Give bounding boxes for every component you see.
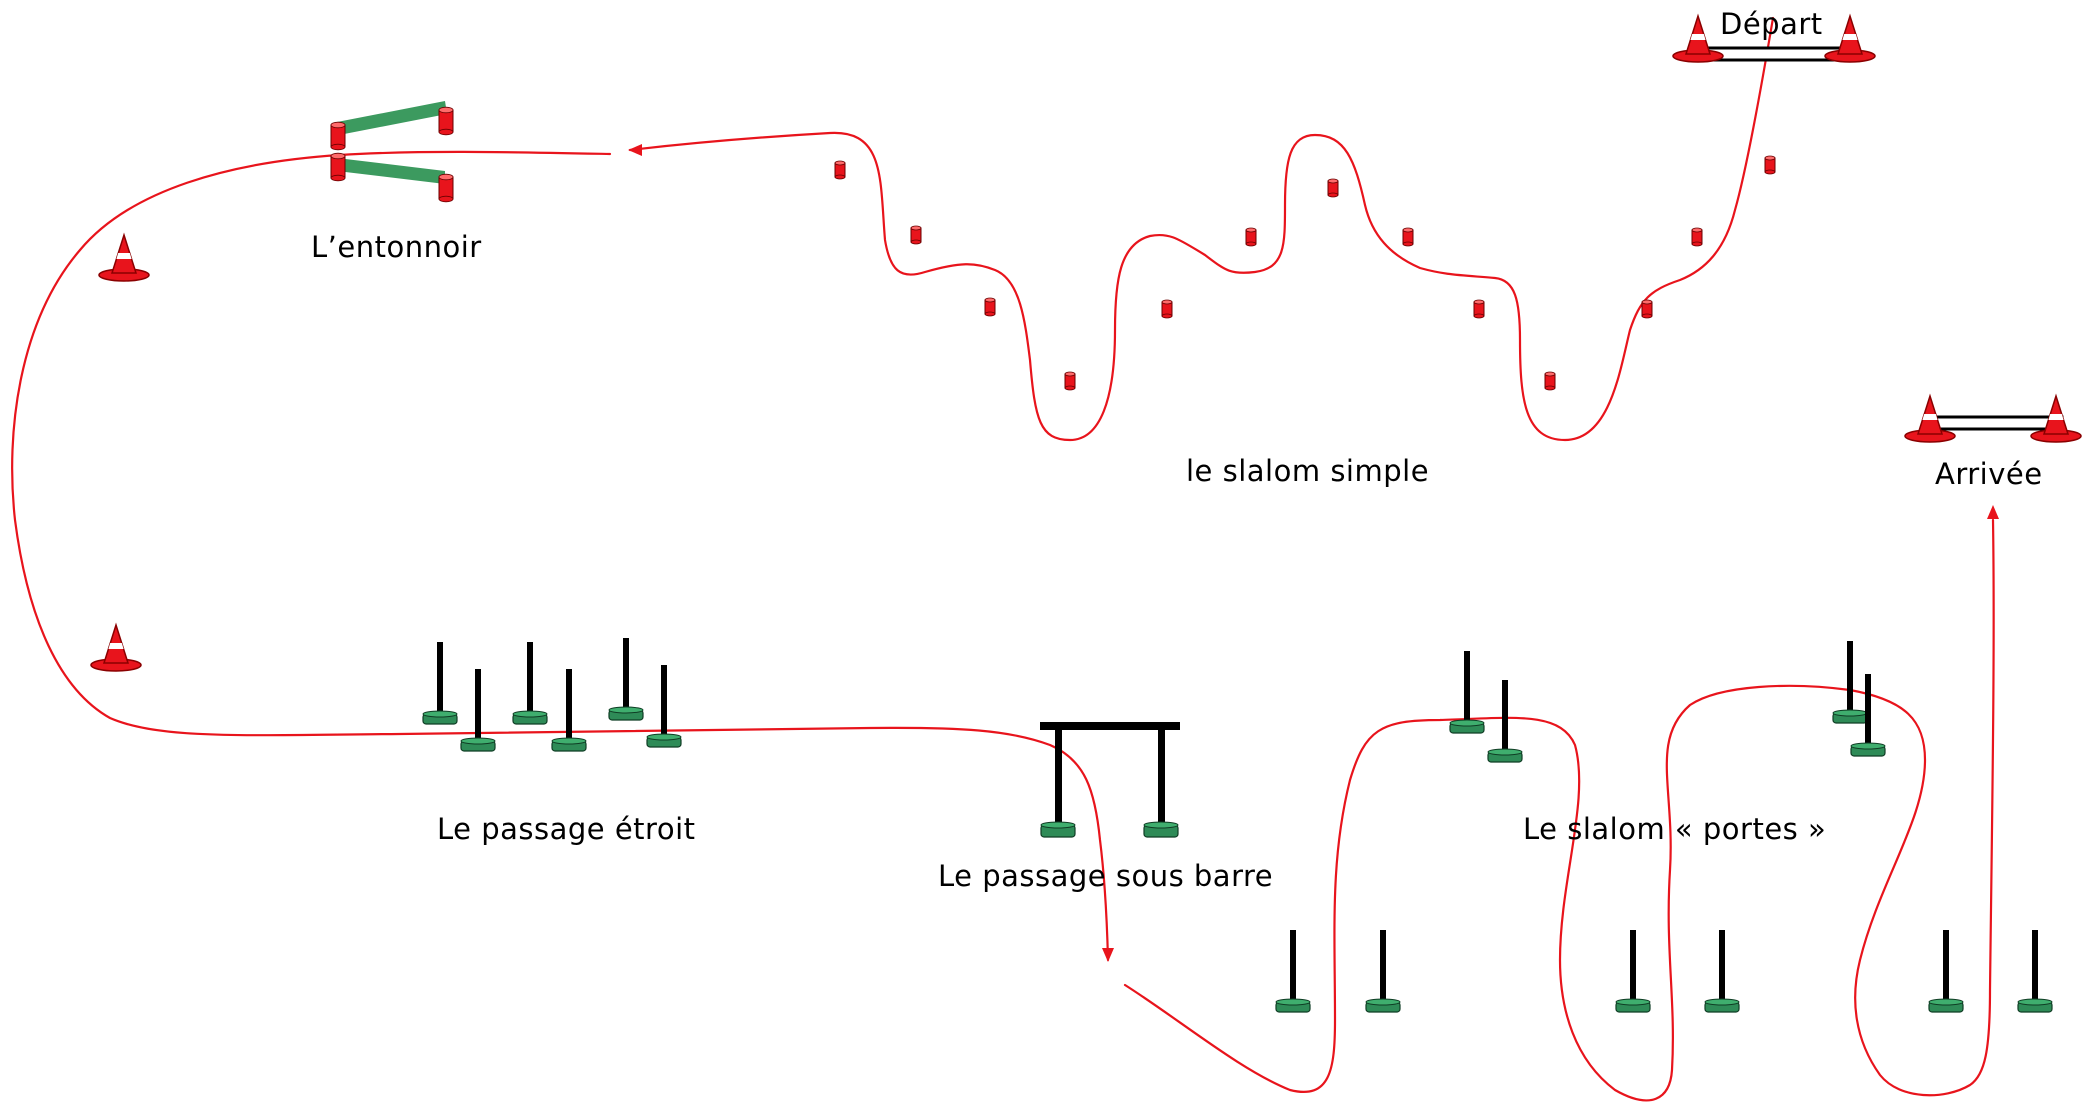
red-marker-icon <box>1473 299 1485 319</box>
red-marker-icon <box>834 160 846 180</box>
traffic-cone-icon <box>1824 15 1876 63</box>
pole-with-base-icon <box>422 641 458 725</box>
red-marker-icon <box>1161 299 1173 319</box>
label-passage-etroit: Le passage étroit <box>437 812 696 846</box>
path-segment-slalom-simple <box>628 16 1775 442</box>
red-marker-icon <box>1402 227 1414 247</box>
arrowheads <box>628 144 1999 962</box>
pole-with-base-icon <box>1449 650 1485 734</box>
pole-with-base-icon <box>2017 929 2053 1013</box>
arrowhead-left <box>628 144 642 156</box>
slalom-simple-markers <box>834 155 1776 391</box>
pole-with-base-icon <box>1615 929 1651 1013</box>
pole-with-base-icon <box>551 668 587 752</box>
pole-with-base-icon <box>1928 929 1964 1013</box>
path-segment-left-loop <box>11 150 1110 962</box>
red-marker-icon <box>910 225 922 245</box>
path-segment-slalom-portes <box>1123 518 1995 1102</box>
red-marker-icon <box>1245 227 1257 247</box>
label-slalom-simple: le slalom simple <box>1186 454 1430 488</box>
traffic-cone-icon <box>98 234 150 282</box>
course-path <box>11 16 1995 1102</box>
start-gate <box>1672 15 1876 63</box>
red-marker-icon <box>1641 299 1653 319</box>
pole-with-base-icon <box>1487 679 1523 763</box>
pole-with-base-icon <box>1275 929 1311 1013</box>
label-entonnoir: L’entonnoir <box>311 230 482 264</box>
pole-with-base-icon <box>1365 929 1401 1013</box>
finish-gate <box>1904 395 2082 443</box>
arrowhead-up <box>1987 505 1999 519</box>
pole-with-base-icon <box>512 641 548 725</box>
pole-with-base-icon <box>646 664 682 748</box>
pole-with-base-icon <box>608 637 644 721</box>
traffic-cone-icon <box>1672 15 1724 63</box>
red-marker-icon <box>1064 371 1076 391</box>
label-depart: Départ <box>1720 7 1823 41</box>
label-passage-sous-barre: Le passage sous barre <box>938 859 1274 893</box>
traffic-cone-icon <box>90 624 142 672</box>
bar-gate-icon <box>1040 722 1180 838</box>
label-slalom-portes: Le slalom « portes » <box>1523 812 1827 846</box>
arrowhead-down <box>1102 948 1114 962</box>
red-marker-icon <box>984 297 996 317</box>
pole-with-base-icon <box>1832 640 1868 724</box>
red-marker-icon <box>1691 227 1703 247</box>
pole-with-base-icon <box>460 668 496 752</box>
funnel-icon <box>330 101 454 203</box>
red-marker-icon <box>1544 371 1556 391</box>
pole-with-base-icon <box>1704 929 1740 1013</box>
red-marker-icon <box>1327 178 1339 198</box>
red-marker-icon <box>1764 155 1776 175</box>
label-arrivee: Arrivée <box>1935 457 2043 491</box>
